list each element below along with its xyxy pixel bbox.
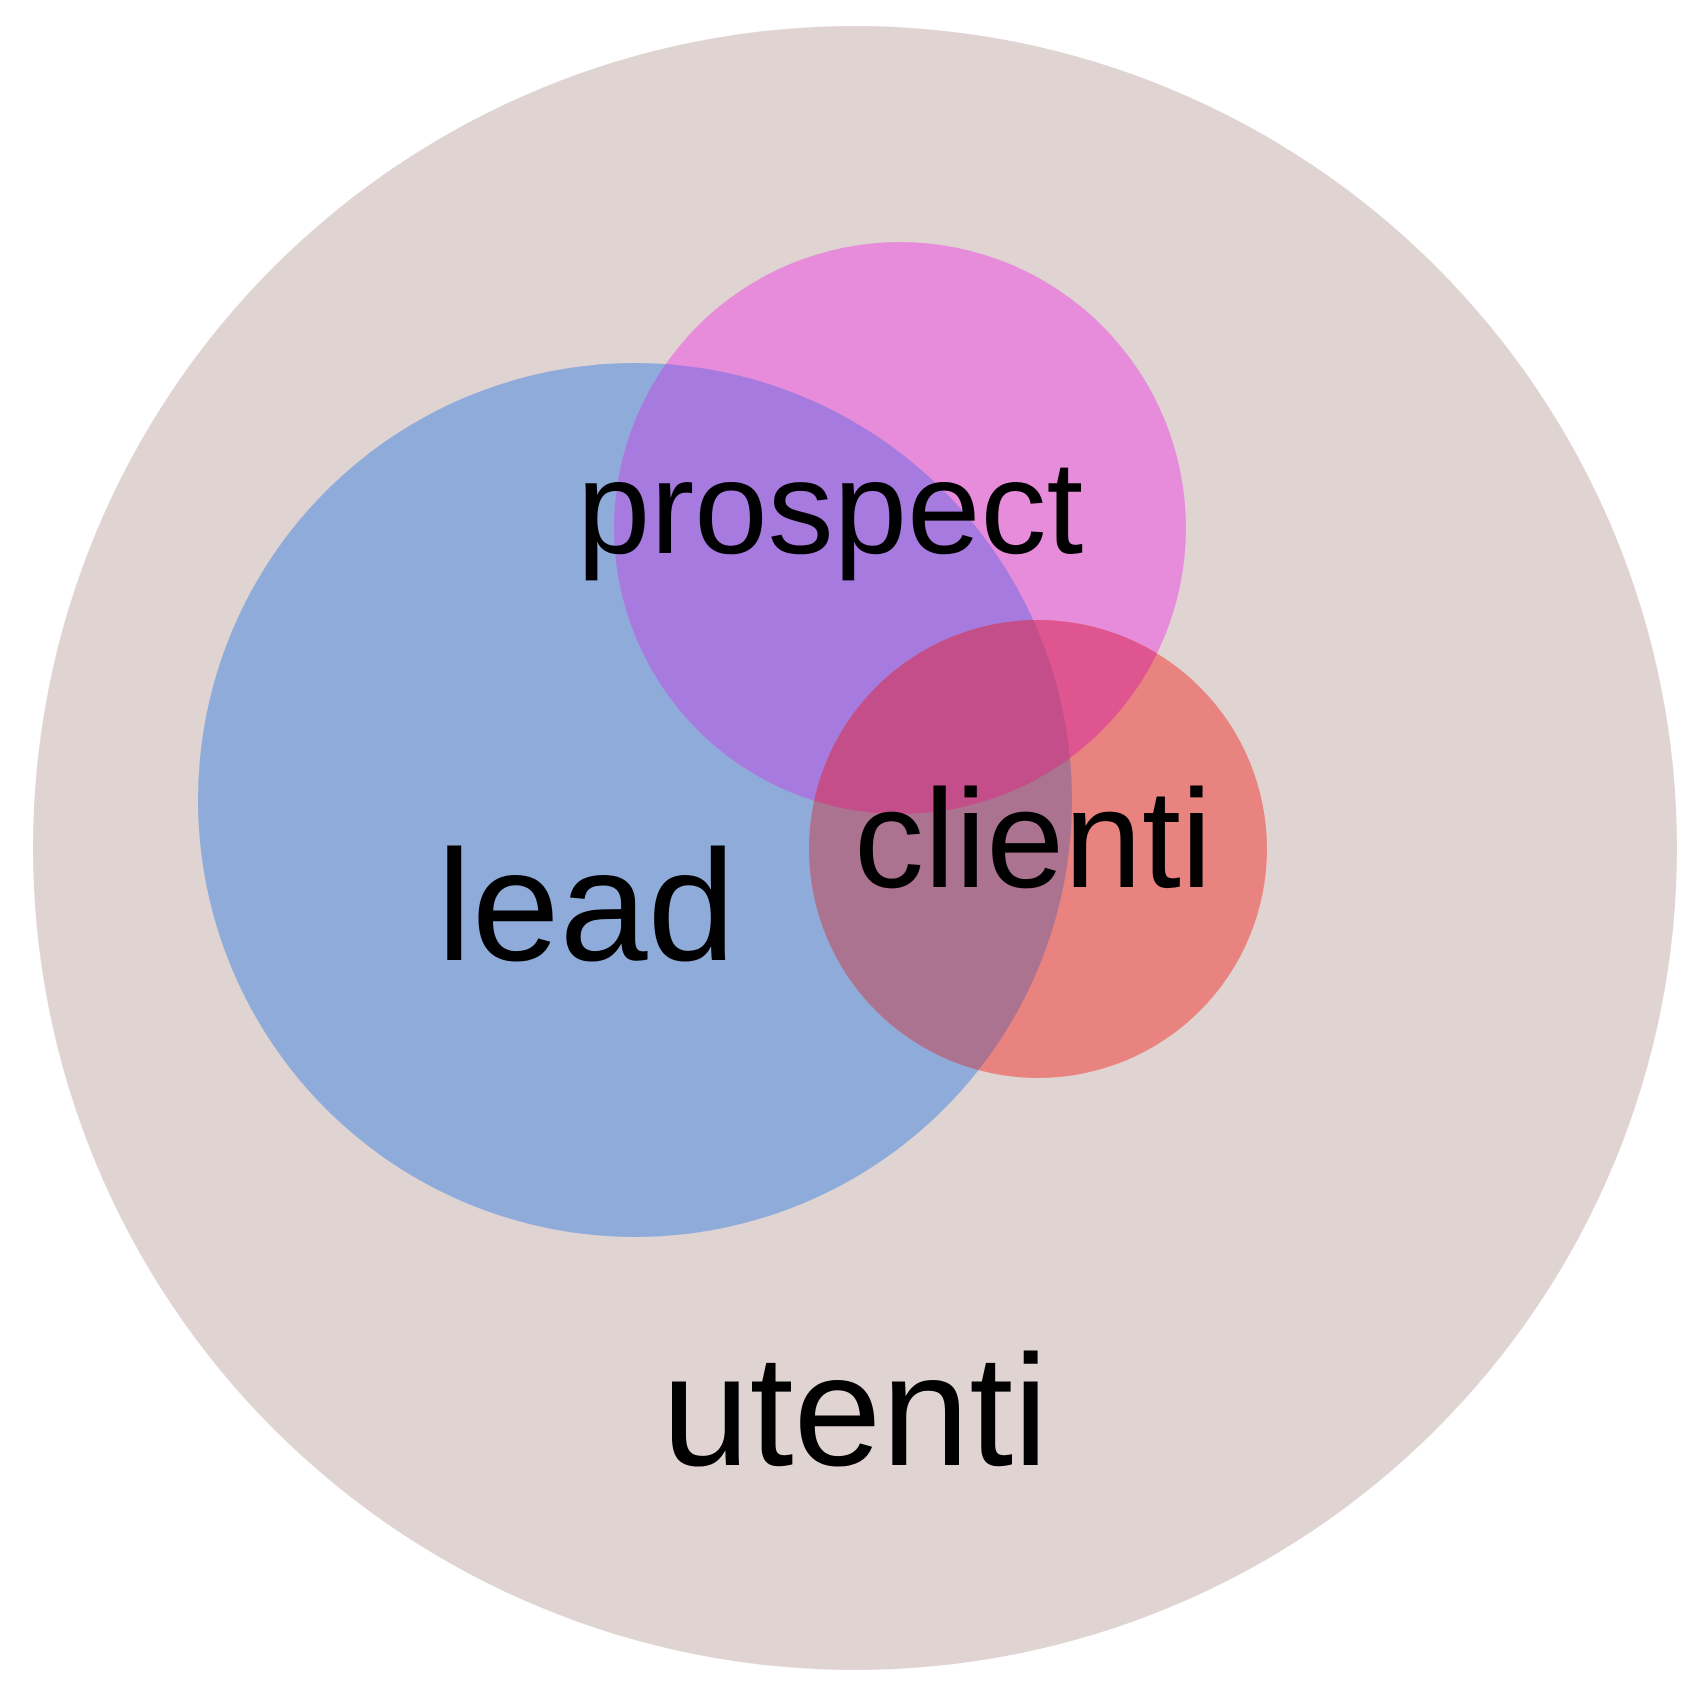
triple-overlap-outer-group [809,620,1072,814]
triple-overlap-inner-group [809,620,1072,814]
lead-prospect-clienti-overlap [809,620,1072,814]
utenti-label: utenti [662,1323,1049,1499]
lead-label: lead [437,818,736,994]
clienti-label: clienti [854,760,1212,917]
prospect-label: prospect [577,434,1083,581]
